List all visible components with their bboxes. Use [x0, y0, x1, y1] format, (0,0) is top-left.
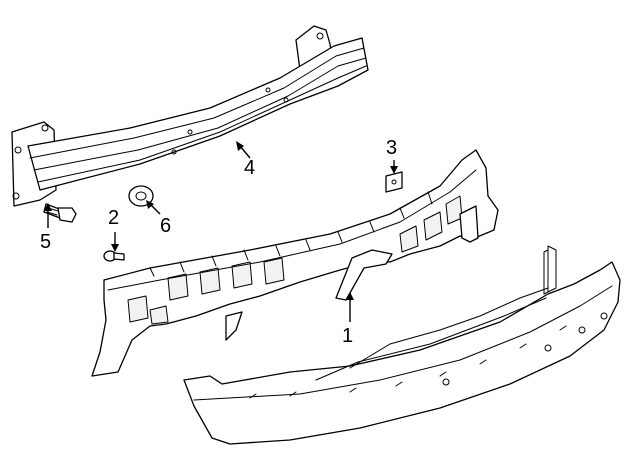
arrowhead-1: [346, 292, 354, 300]
arrowhead-5: [44, 203, 52, 211]
arrowhead-4: [236, 141, 244, 151]
beam-body: [27, 37, 369, 191]
clip: [385, 171, 403, 193]
leader-arrows: [44, 141, 398, 322]
leader-4: [239, 145, 251, 159]
callout-1: 1: [342, 325, 353, 347]
push-pin: [103, 250, 125, 262]
callout-5: 5: [40, 231, 51, 253]
callout-3: 3: [386, 137, 397, 159]
bumper-cover-body: [183, 261, 621, 445]
callout-4: 4: [244, 157, 255, 179]
reinforcement-beam: [11, 25, 369, 207]
bumper-cover: [183, 245, 621, 445]
absorber-leg: [335, 249, 393, 301]
arrowhead-6: [146, 200, 154, 209]
callout-2: 2: [108, 207, 119, 229]
absorber-body: [91, 149, 499, 377]
callout-6: 6: [160, 215, 171, 237]
arrowhead-3: [390, 166, 398, 174]
arrowhead-2: [111, 244, 119, 252]
energy-absorber: [91, 149, 499, 377]
